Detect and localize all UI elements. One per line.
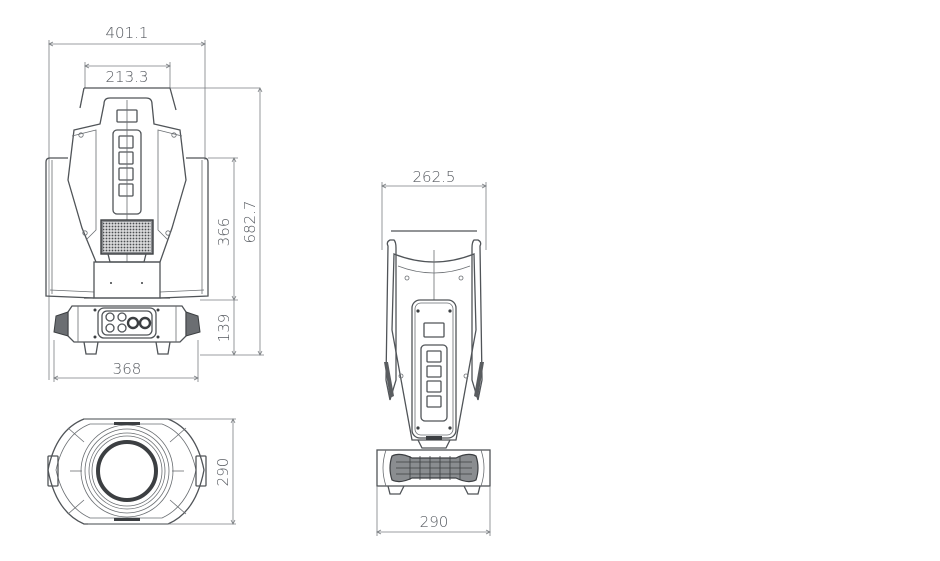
top-view: 290 [47, 418, 236, 525]
dim-head-top-width: 213.3 [106, 68, 149, 86]
dim-base-height: 139 [215, 314, 233, 343]
dim-arm-height: 366 [215, 218, 233, 247]
front-view: 401.1 213.3 [45, 24, 264, 382]
dim-overall-width: 401.1 [106, 24, 149, 42]
dim-side-base-width: 290 [420, 513, 449, 531]
side-view: 262.5 [376, 168, 491, 536]
dim-overall-height: 682.7 [241, 201, 259, 244]
dim-base-width: 368 [113, 360, 142, 378]
dim-top-depth: 290 [214, 458, 232, 487]
dim-side-width: 262.5 [413, 168, 456, 186]
